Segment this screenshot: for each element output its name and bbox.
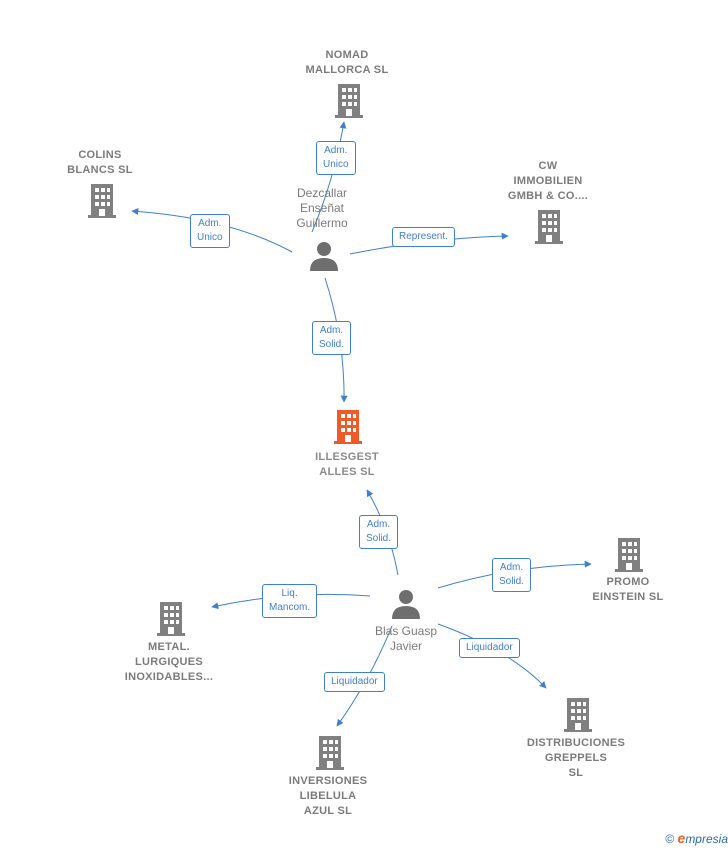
node-label-metal: METAL. LURGIQUES INOXIDABLES... (124, 641, 214, 683)
building-icon-focus[interactable] (332, 408, 364, 444)
person-icon[interactable] (390, 588, 422, 620)
edge-dez-nomad (311, 121, 347, 233)
brand-watermark: © empresia (665, 830, 728, 846)
edge-badge-dez-colins[interactable]: Adm. Unico (190, 214, 230, 248)
brand-initial: e (677, 830, 686, 846)
building-icon[interactable] (562, 696, 594, 732)
edge-badge-dez-nomad[interactable]: Adm. Unico (316, 141, 356, 175)
edge-badge-dez-cw[interactable]: Represent. (392, 227, 455, 247)
edge-badge-blas-distribuciones[interactable]: Liquidador (459, 638, 520, 658)
node-label-nomad: NOMAD MALLORCA SL (305, 49, 389, 76)
node-label-cw: CW IMMOBILIEN GMBH & CO.... (507, 160, 589, 202)
node-label-promo: PROMO EINSTEIN SL (592, 576, 664, 603)
person-label-blas: Blas Guasp Javier (374, 624, 438, 653)
building-icon[interactable] (333, 82, 365, 118)
person-label-dezcallar: Dezcallar Enseñat Guillermo (296, 186, 348, 230)
node-label-distribuciones: DISTRIBUCIONES GREPPELS SL (526, 737, 626, 779)
copyright-symbol: © (665, 832, 675, 846)
edge-badge-blas-promo[interactable]: Adm. Solid. (492, 558, 532, 592)
node-label-illesgest: ILLESGEST ALLES SL (315, 451, 379, 478)
brand-name: mpresia (685, 832, 728, 846)
building-icon[interactable] (314, 734, 346, 770)
node-label-colins: COLINS BLANCS SL (67, 149, 133, 176)
edge-badge-blas-inversiones[interactable]: Liquidador (324, 672, 385, 692)
edge-badge-blas-metal[interactable]: Liq. Mancom. (262, 584, 318, 618)
building-icon[interactable] (533, 208, 565, 244)
edge-badge-blas-illes[interactable]: Adm. Solid. (359, 515, 399, 549)
person-icon[interactable] (308, 240, 340, 272)
building-icon[interactable] (613, 536, 645, 572)
building-icon[interactable] (86, 182, 118, 218)
building-icon[interactable] (155, 600, 187, 636)
edge-badge-dez-illes[interactable]: Adm. Solid. (312, 321, 352, 355)
node-label-inversiones: INVERSIONES LIBELULA AZUL SL (288, 775, 368, 817)
